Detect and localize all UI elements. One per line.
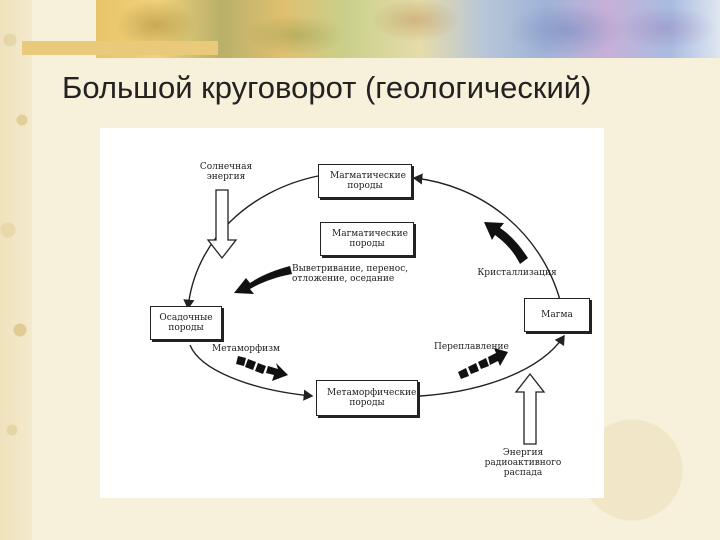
node-magma-label: Магма bbox=[541, 310, 573, 320]
label-weathering: Выветривание, перенос, отложение, оседан… bbox=[292, 264, 409, 284]
label-metamorphism: Метаморфизм bbox=[212, 344, 281, 354]
cycle-arc-bottom-right bbox=[419, 334, 565, 397]
node-sedimentary-rocks: Осадочные породы bbox=[150, 306, 222, 340]
side-decor-strip bbox=[0, 0, 32, 540]
node-sedimentary-rocks-label: Осадочные породы bbox=[159, 313, 213, 333]
solar-energy-arrow bbox=[206, 189, 238, 260]
label-solar-energy: Солнечная энергия bbox=[199, 162, 253, 182]
crystallization-arrow bbox=[484, 222, 528, 264]
node-magmatic-rocks-inner: Магматические породы bbox=[320, 222, 414, 256]
label-remelting: Переплавление bbox=[434, 342, 509, 352]
node-magmatic-rocks-inner-label: Магматические породы bbox=[332, 229, 408, 249]
cycle-arc-top-left bbox=[183, 175, 319, 310]
slide-title: Большой круговорот (геологический) bbox=[62, 70, 592, 105]
cycle-arc-top-right bbox=[412, 173, 561, 301]
remelting-arrow bbox=[458, 348, 508, 379]
metamorphism-arrow bbox=[236, 356, 288, 381]
node-magmatic-rocks-top: Магматические породы bbox=[318, 164, 412, 198]
accent-bar bbox=[22, 41, 218, 55]
node-magma: Магма bbox=[524, 298, 590, 332]
cycle-arc-bottom-left bbox=[189, 344, 314, 401]
node-metamorphic-rocks-label: Метаморфические породы bbox=[327, 388, 417, 408]
label-radioactive-energy: Энергия радиоактивного распада bbox=[484, 448, 562, 478]
radioactive-energy-arrow bbox=[514, 372, 546, 445]
label-crystallization: Кристаллизация bbox=[477, 268, 557, 278]
node-magmatic-rocks-top-label: Магматические породы bbox=[330, 171, 406, 191]
weathering-arrow bbox=[234, 266, 292, 294]
node-metamorphic-rocks: Метаморфические породы bbox=[316, 380, 418, 416]
